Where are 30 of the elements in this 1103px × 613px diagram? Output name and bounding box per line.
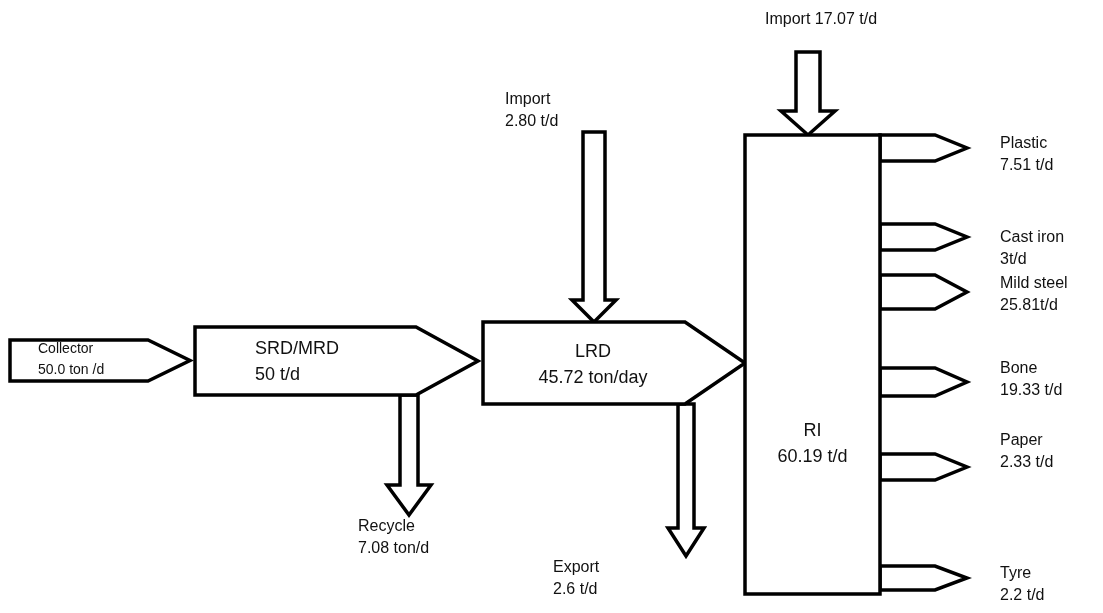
process-arrow-shape xyxy=(483,322,745,404)
flow-label: Tyre xyxy=(1000,563,1032,583)
flow-label: Export xyxy=(553,557,600,577)
node-label: SRD/MRD xyxy=(255,337,339,360)
block-arrow xyxy=(383,393,435,518)
flow-label: Cast iron xyxy=(1000,227,1065,247)
flow-label: 2.80 t/d xyxy=(505,111,559,131)
node-label: 45.72 ton/day xyxy=(538,366,648,389)
flow-label: Recycle xyxy=(358,516,415,536)
node-label: LRD xyxy=(575,340,611,363)
flow-label: 19.33 t/d xyxy=(1000,380,1063,400)
flow-label: 7.08 ton/d xyxy=(358,538,430,558)
block-arrow xyxy=(664,402,708,560)
node-label: Collector xyxy=(38,339,94,358)
flow-label: Mild steel xyxy=(1000,273,1068,293)
flow-label: Import xyxy=(505,89,551,109)
flow-label: 2.33 t/d xyxy=(1000,452,1054,472)
flow-label: 25.81t/d xyxy=(1000,295,1058,315)
flow-label: Bone xyxy=(1000,358,1038,378)
node-label: 60.19 t/d xyxy=(777,445,848,468)
flow-label: 3t/d xyxy=(1000,249,1027,269)
flow-label: Paper xyxy=(1000,430,1043,450)
flow-label: 2.6 t/d xyxy=(553,579,598,599)
node-label: 50 t/d xyxy=(255,363,301,386)
flow-label: 7.51 t/d xyxy=(1000,155,1054,175)
node-label: 50.0 ton /d xyxy=(38,360,105,379)
flow-label: 2.2 t/d xyxy=(1000,585,1045,605)
flow-label: Import 17.07 t/d xyxy=(765,9,878,29)
node-label: RI xyxy=(803,419,822,442)
flow-label: Plastic xyxy=(1000,133,1048,153)
